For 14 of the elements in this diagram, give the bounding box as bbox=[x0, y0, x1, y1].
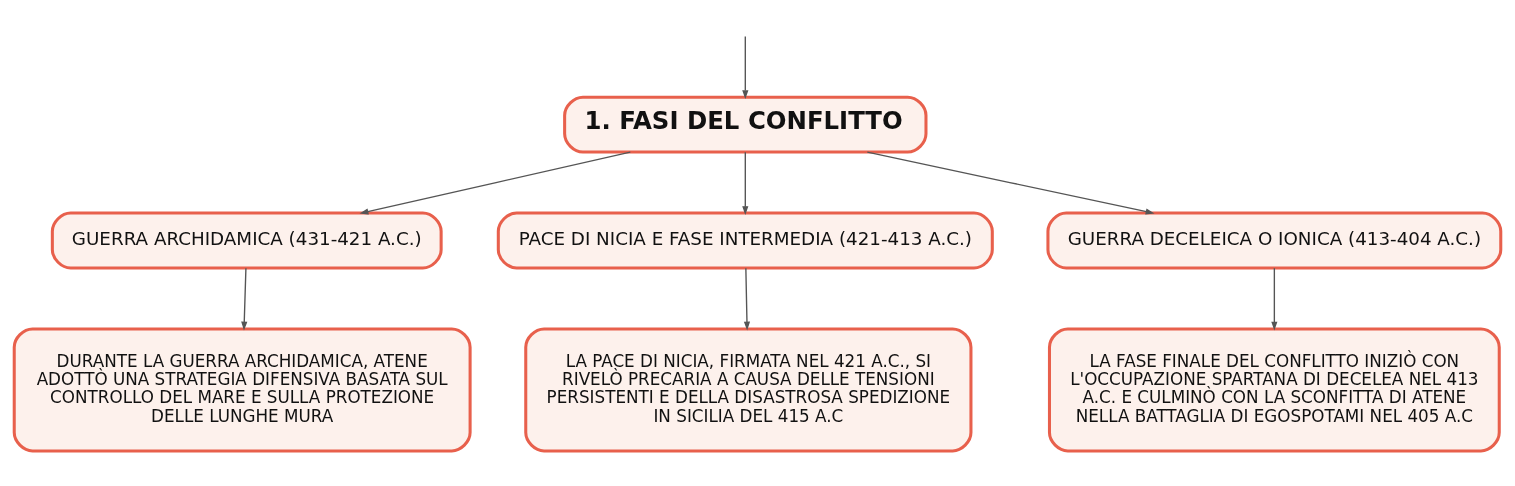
node-box: LA PACE DI NICIA, FIRMATA NEL 421 A.C., SI RIVELÒ PRECARIA A CAUSA DELLE TENSIONI PERSISTENTI E DELLA DISASTROSA SPEDIZIONE IN SICILIA DEL 415 A.C bbox=[524, 327, 973, 453]
arrow bbox=[742, 35, 749, 100]
arrow bbox=[359, 151, 631, 215]
arrow bbox=[241, 267, 248, 331]
node-box: GUERRA DECELEICA O IONICA (413-404 A.C.) bbox=[1046, 211, 1503, 270]
node-box: DURANTE LA GUERRA ARCHIDAMICA, ATENE ADOTTÒ UNA STRATEGIA DIFENSIVA BASATA SUL CONTROLLO DEL MARE E SULLA PROTEZIONE DELLE LUNGHE MURA bbox=[12, 327, 472, 453]
arrow bbox=[866, 151, 1155, 215]
node-box: 1. FASI DEL CONFLITTO bbox=[563, 95, 928, 154]
node-box: PACE DI NICIA E FASE INTERMEDIA (421-413 A.C.) bbox=[496, 211, 994, 270]
node-box: LA FASE FINALE DEL CONFLITTO INIZIÒ CON L'OCCUPAZIONE SPARTANA DI DECELEA NEL 413 A.C. E CULMINÒ CON LA SCONFITTA DI ATENE NELLA BATTAGLIA DI EGOSPOTAMI NEL 405 A.C bbox=[1047, 327, 1501, 453]
arrow bbox=[742, 151, 749, 216]
arrow bbox=[1271, 267, 1278, 331]
arrow bbox=[743, 267, 751, 331]
node-box: GUERRA ARCHIDAMICA (431-421 A.C.) bbox=[50, 211, 443, 270]
